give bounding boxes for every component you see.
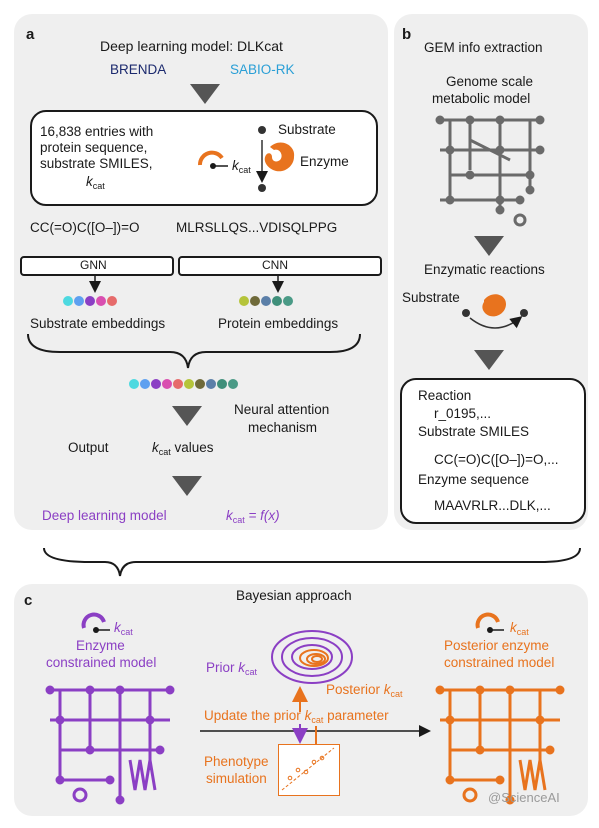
enzymatic-reaction-icon xyxy=(462,294,528,329)
substrate-smiles-label: Substrate SMILES xyxy=(418,424,530,439)
phenotype-line1: Phenotype xyxy=(204,754,269,769)
cnn-label: CNN xyxy=(262,258,288,272)
protein-sequence-example: MLRSLLQS...VDISQLPPG xyxy=(176,220,338,235)
enzyme-constrained-network-icon xyxy=(45,685,175,805)
entries-line2: protein sequence, xyxy=(40,140,148,155)
protein-embeddings-label: Protein embeddings xyxy=(218,316,339,331)
posterior-enzyme-network-icon xyxy=(435,685,565,805)
icon-kcat-label: kcat xyxy=(232,158,251,175)
update-prior-label: Update the prior kcat parameter xyxy=(204,708,389,725)
reaction-label: Reaction xyxy=(418,388,472,403)
source-sabio-rk: SABIO-RK xyxy=(230,62,295,77)
deep-learning-model-label: Deep learning model xyxy=(42,508,167,523)
reaction-info-box xyxy=(400,378,586,524)
kcat-values-label: kcat values xyxy=(152,440,214,457)
enzymatic-reactions-label: Enzymatic reactions xyxy=(424,262,545,277)
substrate-embeddings-label: Substrate embeddings xyxy=(30,316,166,331)
down-chevron-icon-b xyxy=(474,236,504,370)
left-model-line2: constrained model xyxy=(46,655,157,670)
panel-a-title: Deep learning model: DLKcat xyxy=(100,38,283,54)
protein-embedding-dots xyxy=(239,296,293,306)
right-model-line2: constrained model xyxy=(444,655,555,670)
combined-embedding-dots xyxy=(129,379,238,389)
kcat-icon-purple xyxy=(81,612,110,633)
gem-line2: metabolic model xyxy=(432,91,531,106)
substrate-embedding-dots xyxy=(63,296,117,306)
enzyme-label: Enzyme xyxy=(300,154,349,169)
merge-brace xyxy=(27,333,361,369)
entries-line1: 16,838 entries with xyxy=(40,124,154,139)
panel-c-title: Bayesian approach xyxy=(236,588,352,603)
substrate-smiles-value: CC(=O)C([O–])=O,... xyxy=(434,452,559,467)
panel-c-letter: c xyxy=(24,592,33,609)
enzyme-sequence-value: MAAVRLR...DLK,... xyxy=(434,498,551,513)
panel-ab-brace xyxy=(43,547,581,577)
substrate-dot xyxy=(258,126,266,134)
output-label: Output xyxy=(68,440,109,455)
right-model-line1: Posterior enzyme xyxy=(444,638,550,653)
posterior-kcat-label: Posterior kcat xyxy=(326,682,403,699)
dataset-box xyxy=(30,110,378,206)
watermark: @ScienceAI xyxy=(488,790,560,805)
phenotype-scatter xyxy=(281,747,335,791)
gem-network-icon xyxy=(435,115,545,227)
prior-kcat-label: Prior kcat xyxy=(206,660,258,677)
enzyme-icon xyxy=(264,142,295,172)
attention-line1: Neural attention xyxy=(234,402,330,417)
panel-a-letter: a xyxy=(26,26,35,43)
panel-b-title: GEM info extraction xyxy=(424,40,543,55)
panel-b-letter: b xyxy=(402,26,412,43)
gnn-box xyxy=(20,256,174,276)
prior-posterior-contours xyxy=(271,630,353,684)
phenotype-plot xyxy=(278,744,340,796)
substrate-label: Substrate xyxy=(278,122,336,137)
reaction-id: r_0195,... xyxy=(434,406,492,421)
smiles-example: CC(=O)C([O–])=O xyxy=(30,220,140,235)
gnn-label: GNN xyxy=(80,258,107,272)
entries-line3: substrate SMILES, xyxy=(40,156,153,171)
kcat-turnover-icon xyxy=(197,150,228,169)
phenotype-line2: simulation xyxy=(206,771,267,786)
down-chevron-icon xyxy=(172,84,220,496)
reaction-substrate-label: Substrate xyxy=(402,290,460,305)
enzyme-sequence-label: Enzyme sequence xyxy=(418,472,530,487)
gem-line1: Genome scale xyxy=(446,74,534,89)
kcat-formula: kcat = f(x) xyxy=(226,508,280,525)
attention-line2: mechanism xyxy=(248,420,318,435)
kcat-icon-orange xyxy=(475,612,504,633)
left-kcat-label: kcat xyxy=(114,620,133,637)
right-kcat-label: kcat xyxy=(510,620,529,637)
cnn-box xyxy=(178,256,382,276)
left-model-line1: Enzyme xyxy=(76,638,125,653)
source-brenda: BRENDA xyxy=(110,62,167,77)
entries-kcat: kcat xyxy=(86,174,105,191)
